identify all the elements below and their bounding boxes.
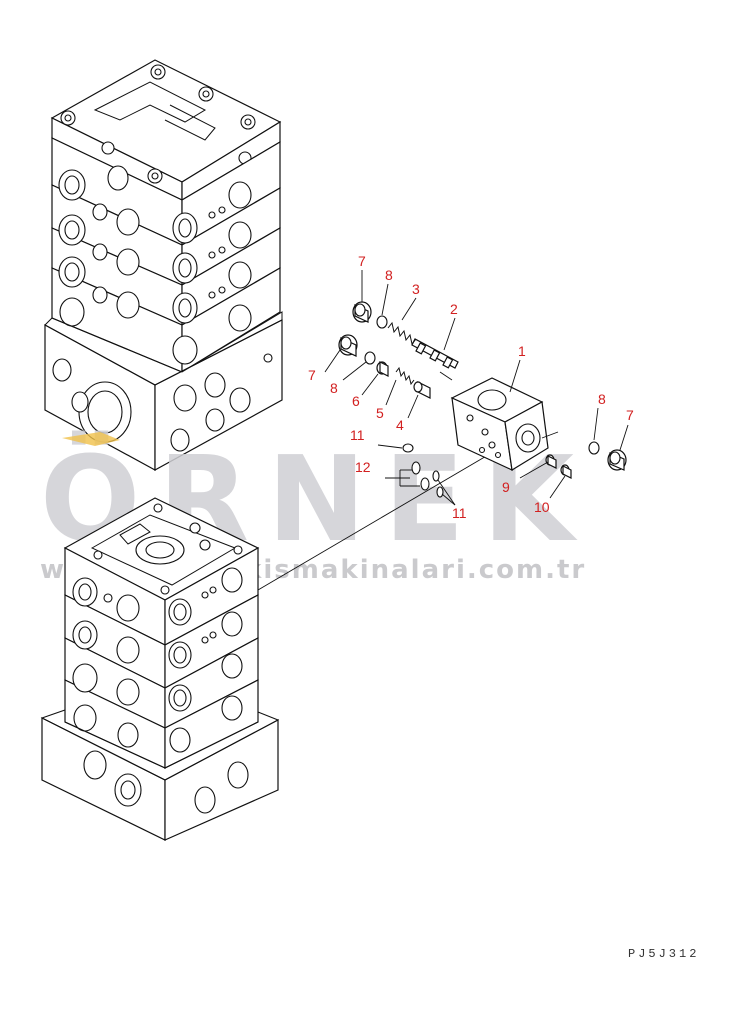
part-8-o-ring-right xyxy=(588,441,600,455)
lower-valve-assembly xyxy=(40,497,280,841)
part-label-4: 4 xyxy=(396,417,404,433)
part-label-7b: 7 xyxy=(308,367,316,383)
part-label-6: 6 xyxy=(352,393,360,409)
drawing-code: PJ5J312 xyxy=(628,947,699,961)
part-8-o-ring-top xyxy=(376,315,388,329)
part-9-plug-small xyxy=(545,454,557,469)
part-11-o-ring-b xyxy=(432,470,440,482)
part-label-3: 3 xyxy=(412,281,420,297)
part-label-1: 1 xyxy=(518,343,526,359)
part-5-spring xyxy=(395,366,415,386)
part-label-7c: 7 xyxy=(626,407,634,423)
part-7-plug-middle xyxy=(338,334,358,357)
part-11-o-ring-c xyxy=(436,486,444,498)
part-label-8c: 8 xyxy=(598,391,606,407)
assembly-guide-line xyxy=(257,447,501,591)
part-label-11b: 11 xyxy=(452,505,467,521)
part-1-valve-block xyxy=(450,377,549,472)
part-2-spool xyxy=(411,338,459,369)
part-label-10: 10 xyxy=(534,499,550,515)
part-4-piston xyxy=(413,381,431,399)
part-label-11a: 11 xyxy=(350,427,365,443)
part-3-spring xyxy=(387,321,417,346)
part-labels: 1 2 3 4 5 6 7 7 7 8 8 8 9 10 11 11 12 xyxy=(308,253,634,521)
part-label-2: 2 xyxy=(450,301,458,317)
part-12-o-ring-a xyxy=(411,461,421,475)
upper-valve-assembly xyxy=(44,59,283,472)
part-6-collar xyxy=(376,361,389,377)
part-label-5: 5 xyxy=(376,405,384,421)
exploded-parts xyxy=(338,301,627,498)
part-7-plug-right xyxy=(607,449,627,471)
part-7-plug-top xyxy=(352,301,372,323)
watermark-accent-mark xyxy=(62,432,120,446)
part-label-8b: 8 xyxy=(330,380,338,396)
part-10-plug-small xyxy=(560,464,572,479)
leader-lines xyxy=(324,270,629,506)
part-label-8a: 8 xyxy=(385,267,393,283)
part-label-9: 9 xyxy=(502,479,510,495)
part-11-o-ring-a xyxy=(402,443,414,453)
part-8-o-ring-middle xyxy=(364,351,376,365)
part-label-12: 12 xyxy=(355,459,371,475)
part-12-o-ring-b xyxy=(420,477,430,491)
part-label-7a: 7 xyxy=(358,253,366,269)
